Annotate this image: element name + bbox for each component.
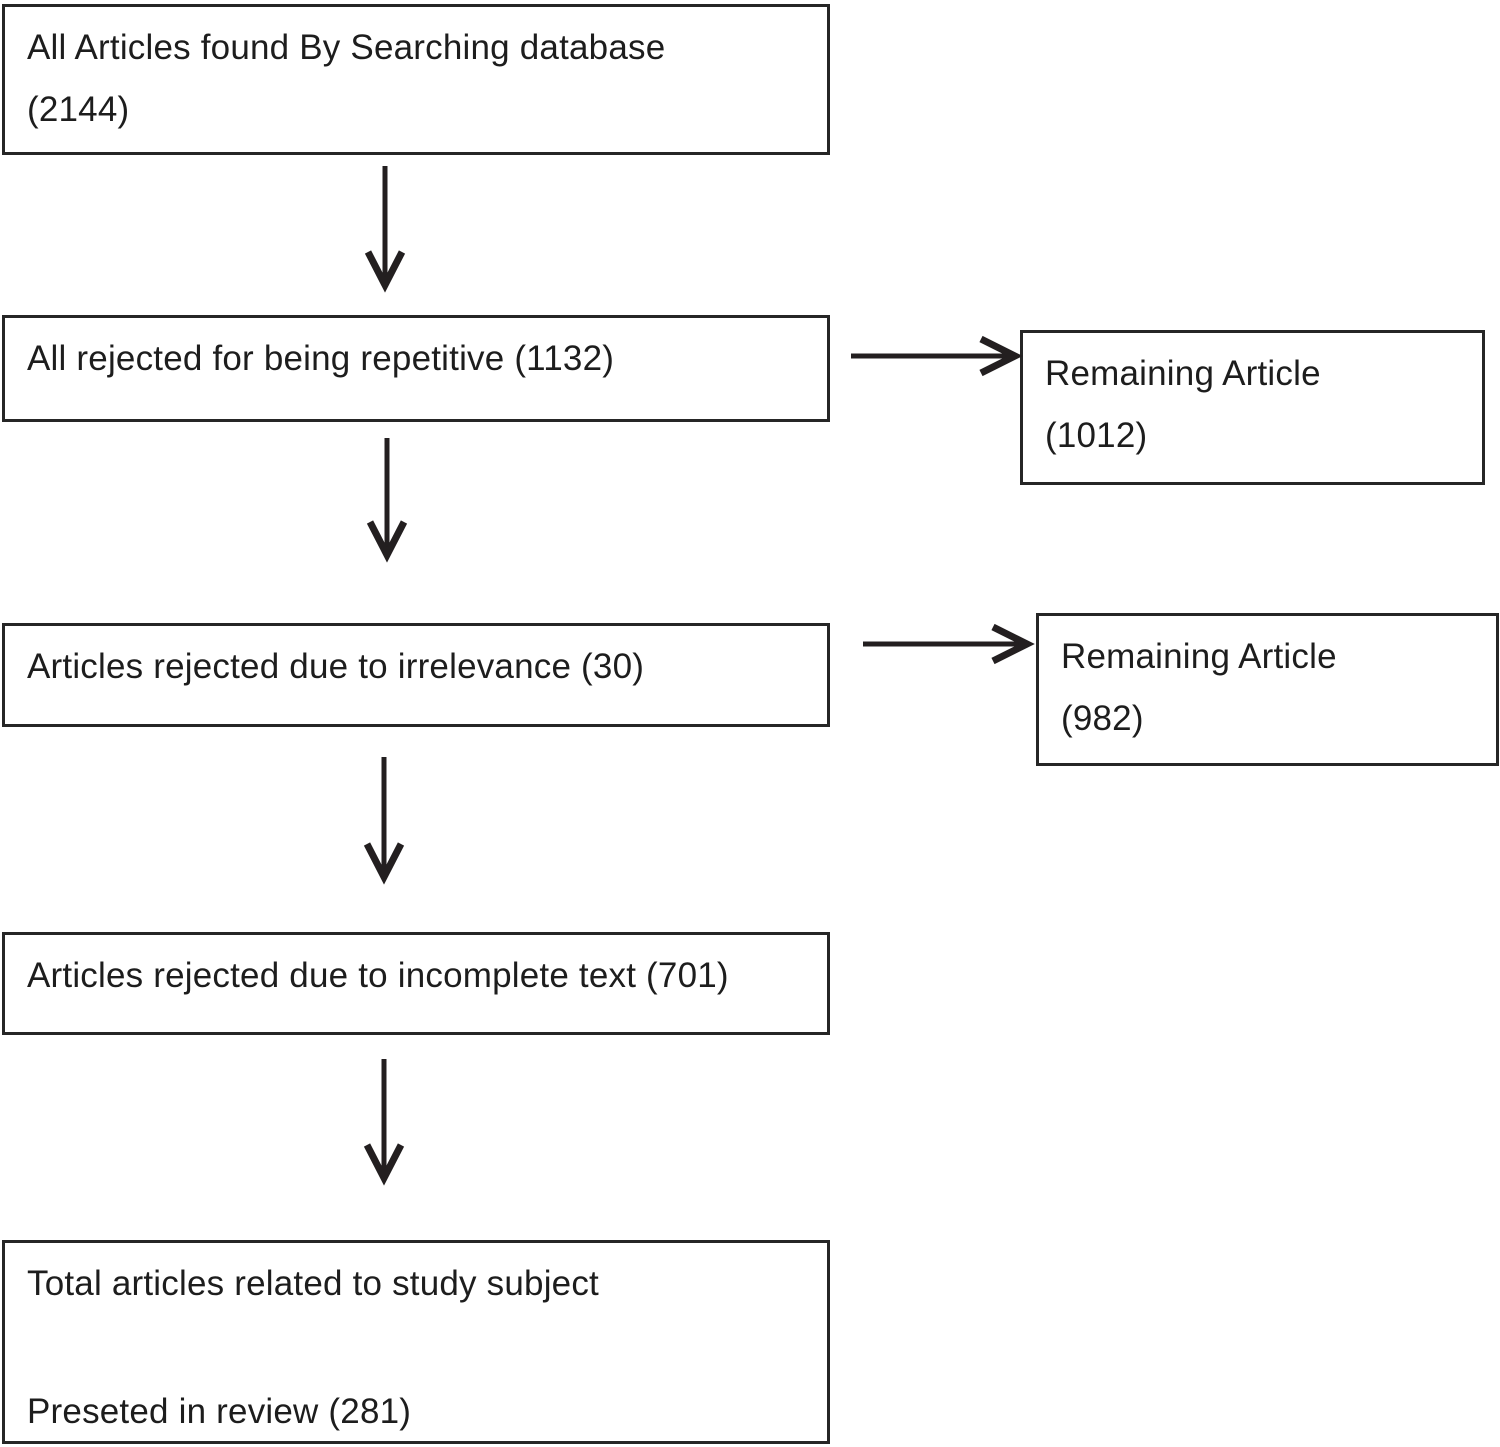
box-rejected-incomplete: Articles rejected due to incomplete text… (2, 932, 830, 1035)
box-remaining-1012-line1: Remaining Article (1045, 354, 1321, 393)
box-total-in-review: Total articles related to study subject … (2, 1240, 830, 1444)
box-articles-found-line2: (2144) (27, 90, 130, 129)
box-remaining-1012-line2: (1012) (1045, 416, 1148, 455)
box-total-in-review-line2: Preseted in review (281) (27, 1392, 412, 1431)
box-rejected-irrelevance-line1: Articles rejected due to irrelevance (30… (27, 647, 645, 686)
box-remaining-1012: Remaining Article (1012) (1020, 330, 1485, 485)
box-articles-found: All Articles found By Searching database… (2, 4, 830, 155)
box-rejected-incomplete-line1: Articles rejected due to incomplete text… (27, 956, 729, 995)
arrow-down-icon (363, 1059, 405, 1186)
box-rejected-repetitive-line1: All rejected for being repetitive (1132) (27, 339, 615, 378)
box-total-in-review-line1: Total articles related to study subject (27, 1264, 599, 1303)
arrow-down-icon (364, 166, 406, 293)
box-articles-found-line1: All Articles found By Searching database (27, 28, 666, 67)
arrow-right-icon (863, 623, 1035, 665)
box-rejected-irrelevance: Articles rejected due to irrelevance (30… (2, 623, 830, 727)
arrow-down-icon (363, 757, 405, 885)
box-remaining-982-line2: (982) (1061, 699, 1144, 738)
arrow-down-icon (366, 438, 408, 563)
box-rejected-repetitive: All rejected for being repetitive (1132) (2, 315, 830, 422)
box-remaining-982: Remaining Article (982) (1036, 613, 1499, 766)
arrow-right-icon (851, 335, 1023, 377)
box-remaining-982-line1: Remaining Article (1061, 637, 1337, 676)
